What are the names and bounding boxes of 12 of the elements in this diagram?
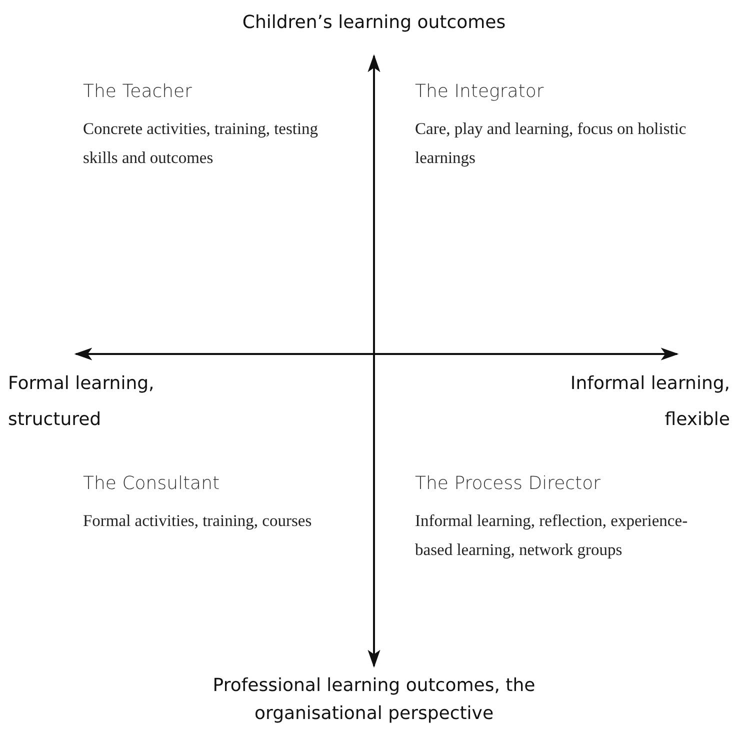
quadrant-heading: The Teacher xyxy=(83,80,194,104)
quadrant-description: Care, play and learning, focus on holistic learnings xyxy=(415,118,688,169)
quadrant-description: Formal activities, training, courses xyxy=(83,510,313,532)
axis-label: Informal learning, flexible xyxy=(569,372,730,432)
quadrant-description: Informal learning, reflection, experience-based learning, network groups xyxy=(415,510,689,561)
axis-label: Formal learning, structured xyxy=(8,372,156,432)
quadrant-description: Concrete activities, training, testing skills and outcomes xyxy=(83,118,320,169)
quadrant-heading: The Process Director xyxy=(415,472,602,496)
quadrant-heading: The Integrator xyxy=(415,80,545,104)
axis-label: Children’s learning outcomes xyxy=(241,11,507,35)
axis-label: Professional learning outcomes, the organisational perspective xyxy=(212,674,536,726)
quadrant-heading: The Consultant xyxy=(83,472,221,496)
